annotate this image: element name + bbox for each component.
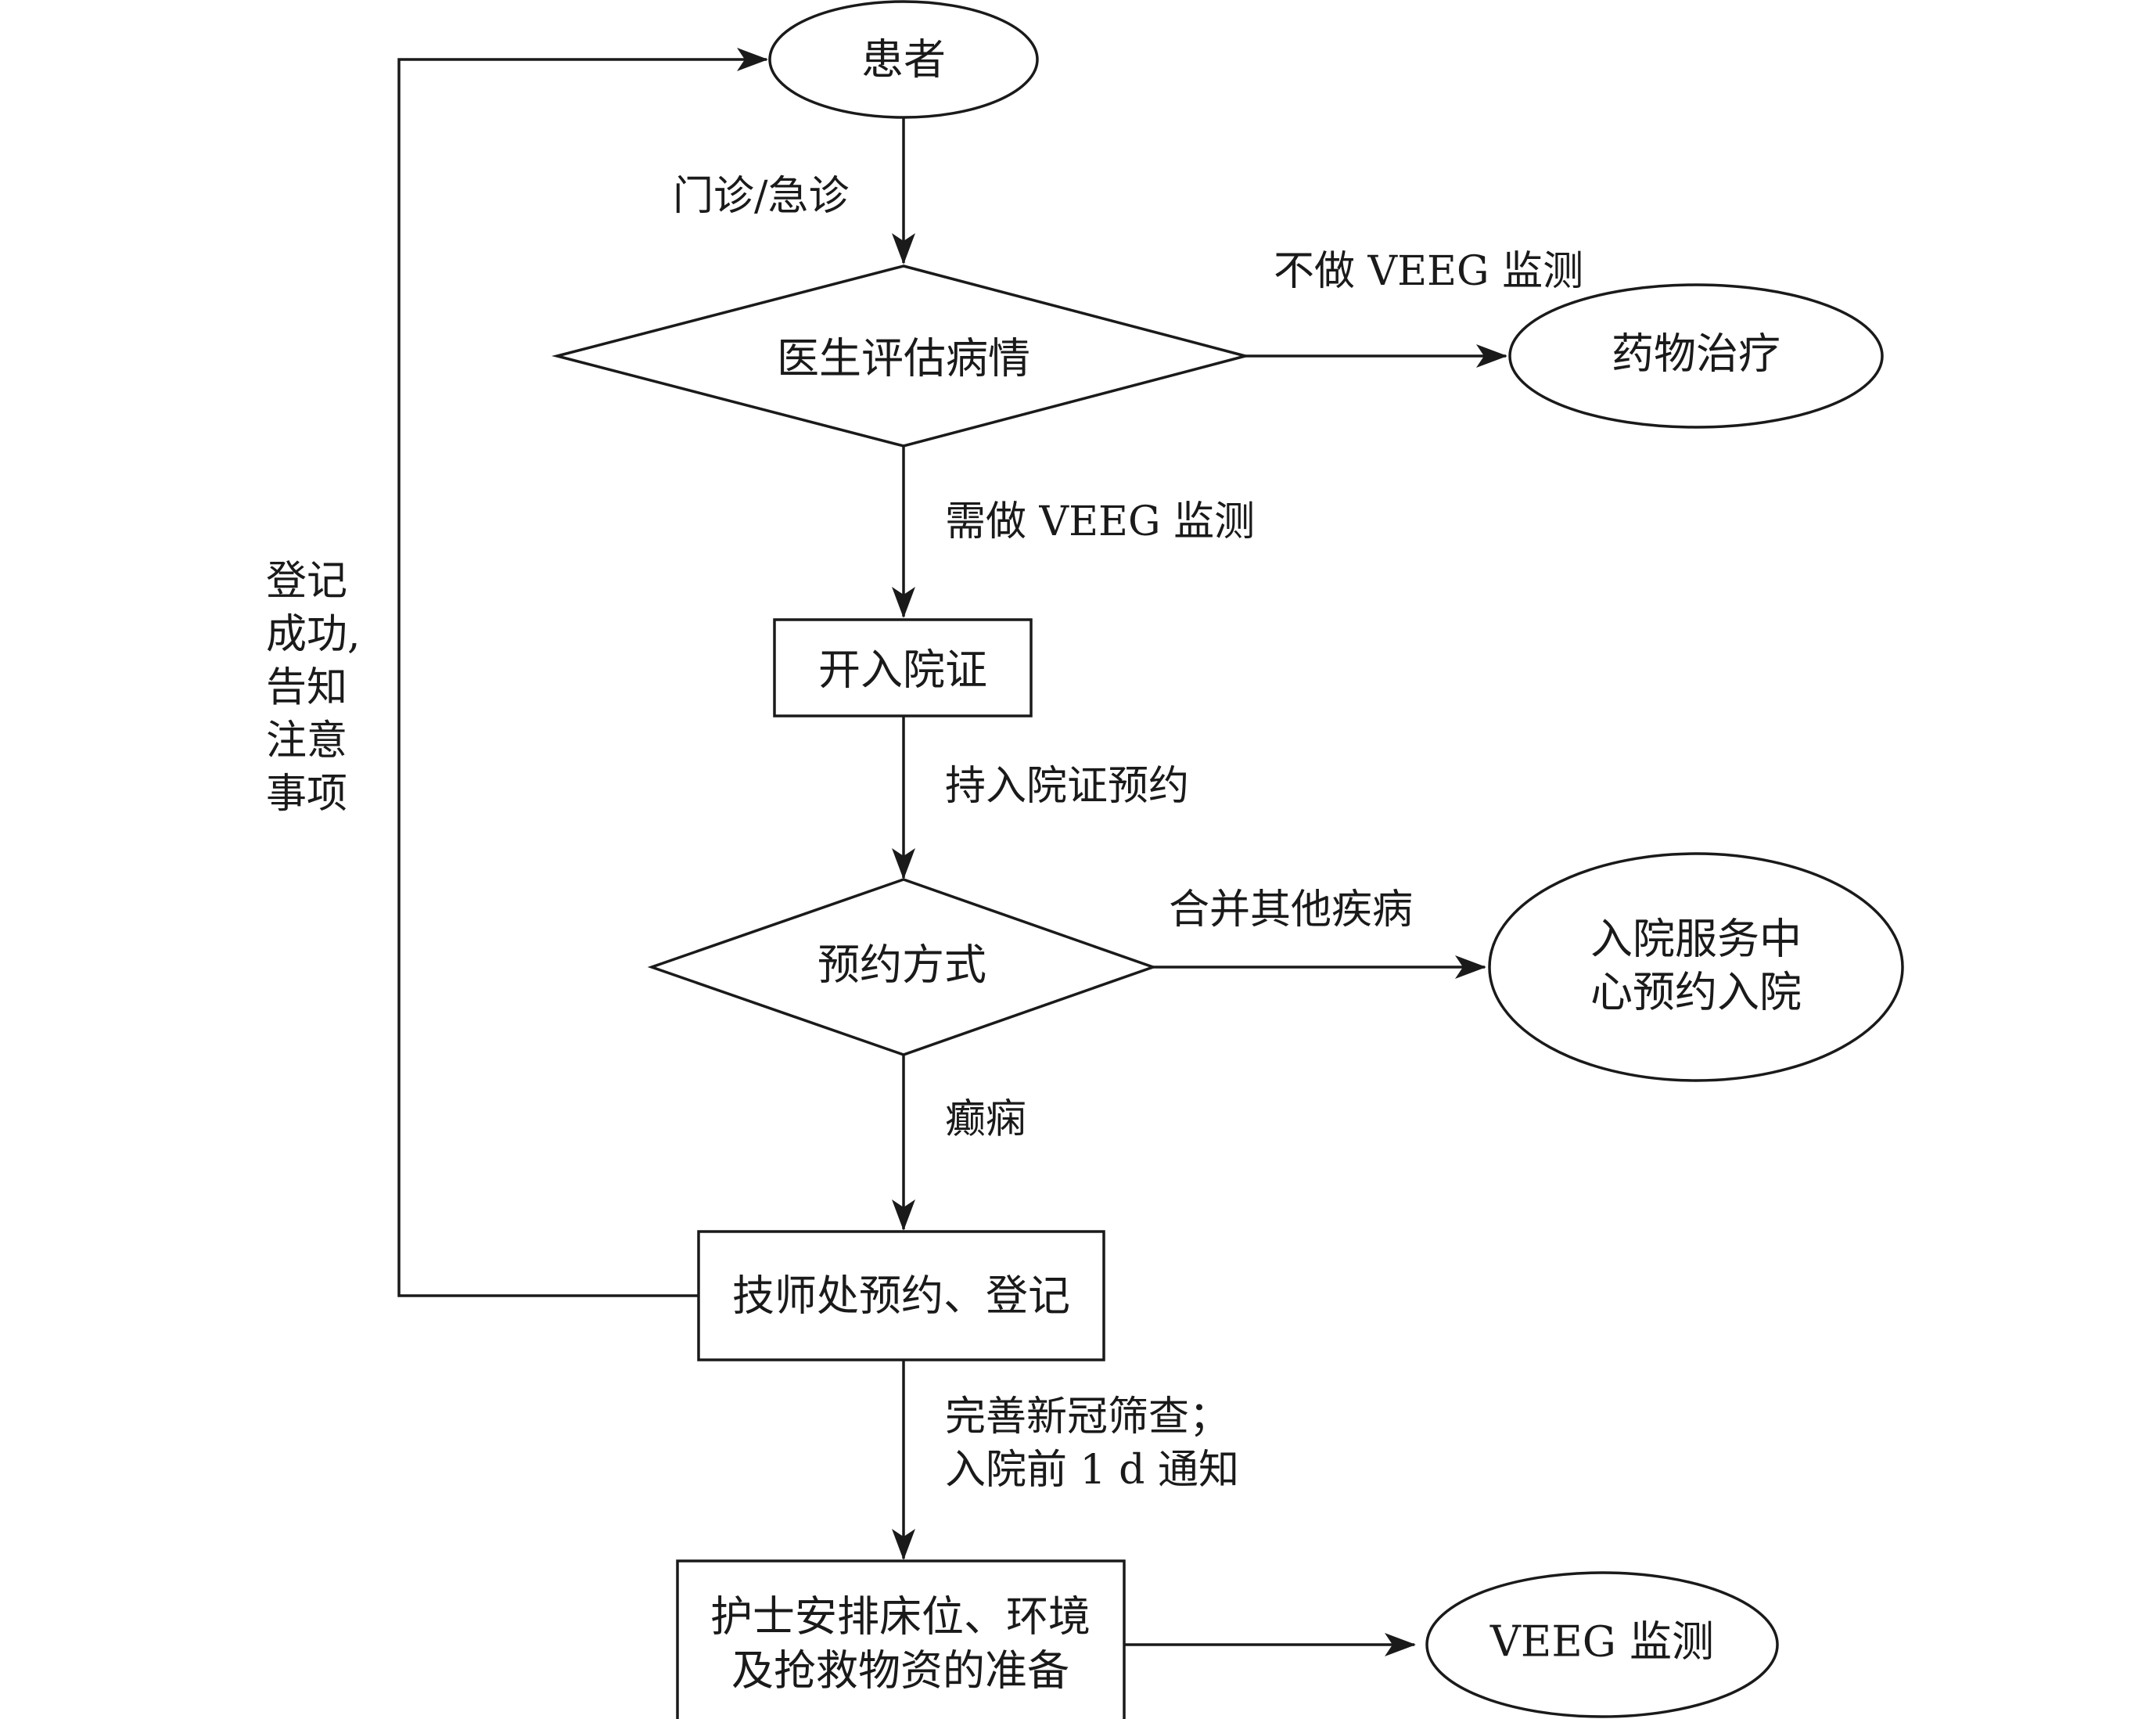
edge-label-need-veeg: 需做 VEEG 监测 [945, 498, 1255, 545]
node-veeg-label: VEEG 监测 [1489, 1617, 1714, 1667]
node-assess: 医生评估病情 [552, 264, 1251, 448]
edge-label-registered-line3: 告知 [266, 664, 347, 711]
edge-label-other-disease: 合并其他疾病 [1169, 886, 1413, 933]
node-patient: 患者 [768, 0, 1039, 119]
edge-label-epilepsy: 癫痫 [945, 1096, 1026, 1143]
edge-label-covid-line2: 入院前 1 d 通知 [945, 1447, 1239, 1494]
edge-label-clinic: 门诊/急诊 [673, 173, 850, 220]
node-nurse-line1: 护士安排床位、环境 [710, 1592, 1091, 1642]
node-service-center: 入院服务中 心预约入院 [1488, 852, 1904, 1082]
edge-label-hold-cert: 持入院证预约 [945, 763, 1189, 810]
node-booking-method: 预约方式 [647, 878, 1158, 1056]
node-booking-method-label: 预约方式 [817, 940, 986, 990]
node-drug: 药物治疗 [1508, 283, 1884, 429]
edge-label-registered-line1: 登记 [266, 558, 347, 605]
node-admission-cert-label: 开入院证 [818, 646, 987, 695]
edge-label-registered-line5: 事项 [266, 771, 347, 818]
node-veeg: VEEG 监测 [1425, 1571, 1779, 1718]
node-admission-cert: 开入院证 [773, 618, 1033, 717]
node-nurse: 护士安排床位、环境 及抢救物资的准备 [676, 1559, 1126, 1719]
node-service-center-line2: 心预约入院 [1590, 968, 1802, 1017]
node-technician-label: 技师处预约、登记 [732, 1271, 1070, 1321]
node-service-center-line1: 入院服务中 [1590, 915, 1802, 964]
edge-label-no-veeg: 不做 VEEG 监测 [1274, 248, 1583, 295]
node-assess-label: 医生评估病情 [777, 334, 1030, 383]
node-drug-label: 药物治疗 [1612, 329, 1780, 379]
node-nurse-line2: 及抢救物资的准备 [731, 1646, 1069, 1696]
edge-label-registered-line4: 注意 [266, 717, 347, 764]
edge-label-registered-line2: 成功, [266, 611, 361, 658]
node-patient-label: 患者 [861, 35, 946, 85]
node-technician: 技师处预约、登记 [697, 1230, 1105, 1361]
edge-technician-loop-to-patient [397, 48, 768, 1297]
edge-label-covid-line1: 完善新冠筛查； [945, 1394, 1230, 1440]
